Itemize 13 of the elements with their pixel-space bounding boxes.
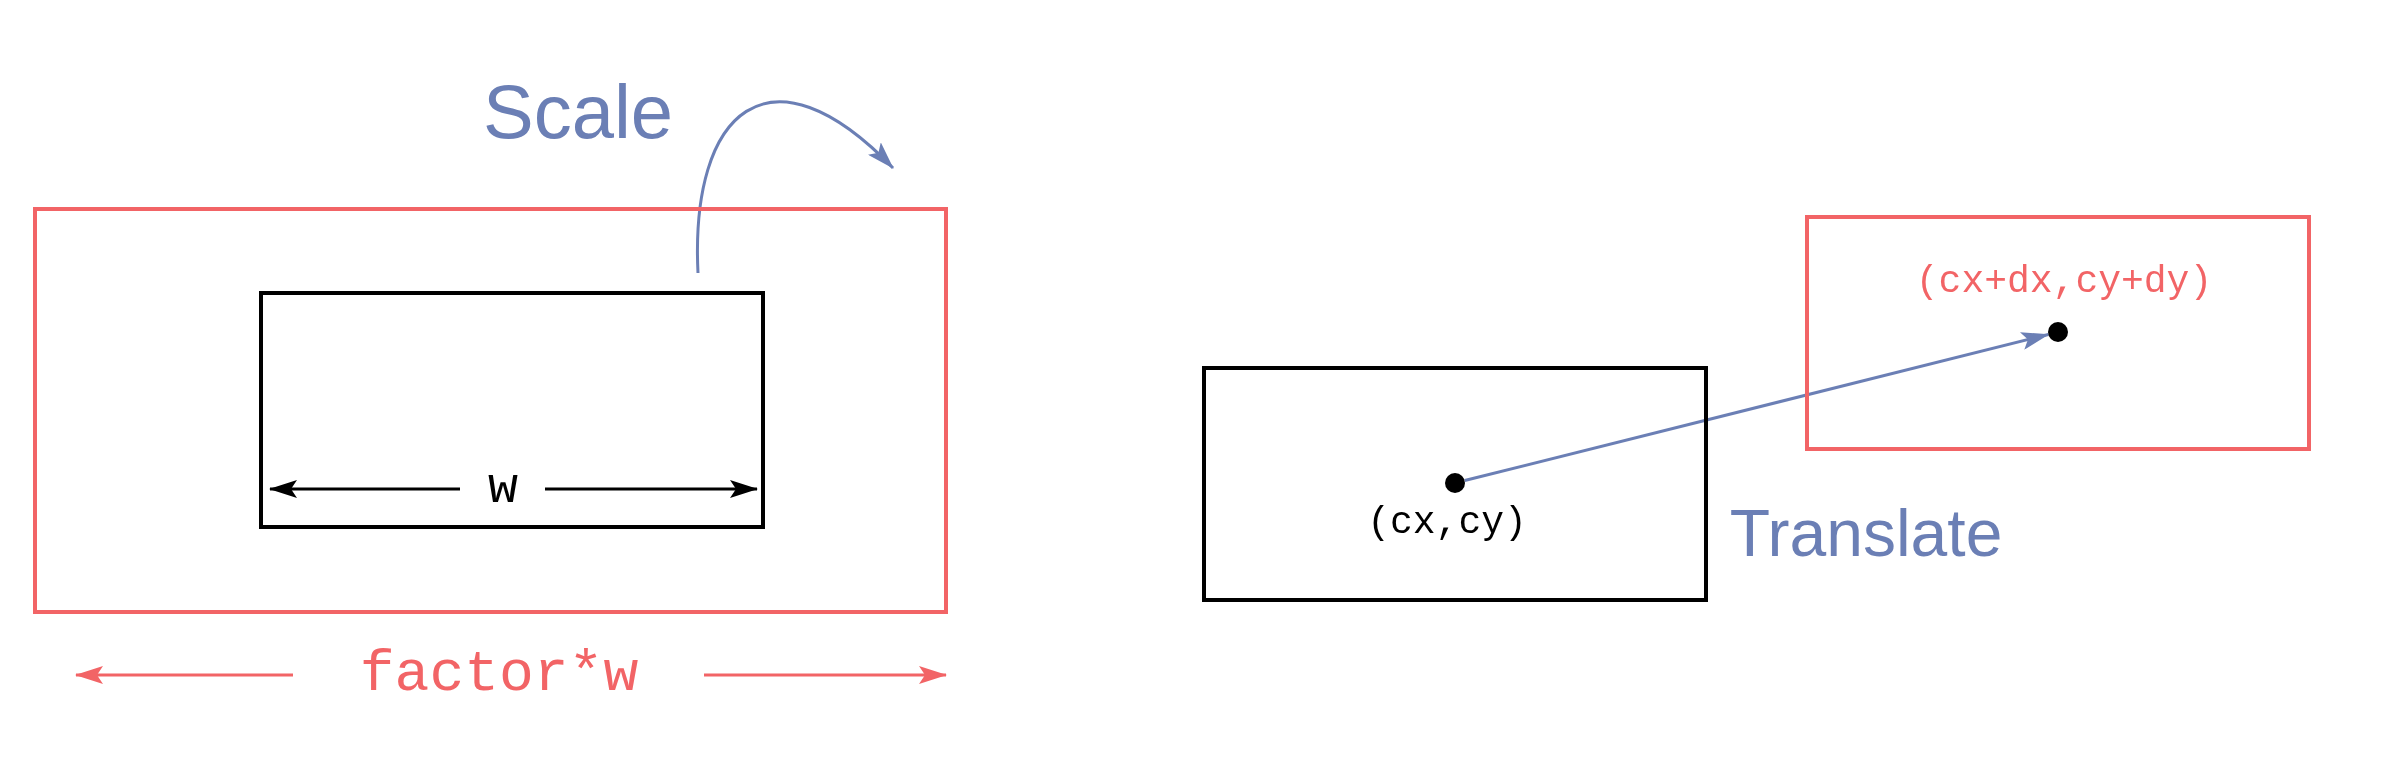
- dimension-label: w: [488, 464, 518, 514]
- scaled-rectangle: [33, 207, 948, 614]
- scaled-rectangle: [1805, 215, 2311, 451]
- point-marker: [1445, 473, 1465, 493]
- title-label: Scale: [482, 74, 674, 150]
- rectangle: [1202, 366, 1708, 602]
- point-marker: [2048, 322, 2068, 342]
- coordinate-label: (cx,cy): [1367, 504, 1527, 542]
- dimension-label: factor*w: [359, 646, 639, 704]
- arrow: [1464, 332, 2050, 483]
- coordinate-label: (cx+dx,cy+dy): [1915, 263, 2213, 301]
- rectangle: [259, 291, 765, 529]
- title-label: Translate: [1729, 500, 2003, 566]
